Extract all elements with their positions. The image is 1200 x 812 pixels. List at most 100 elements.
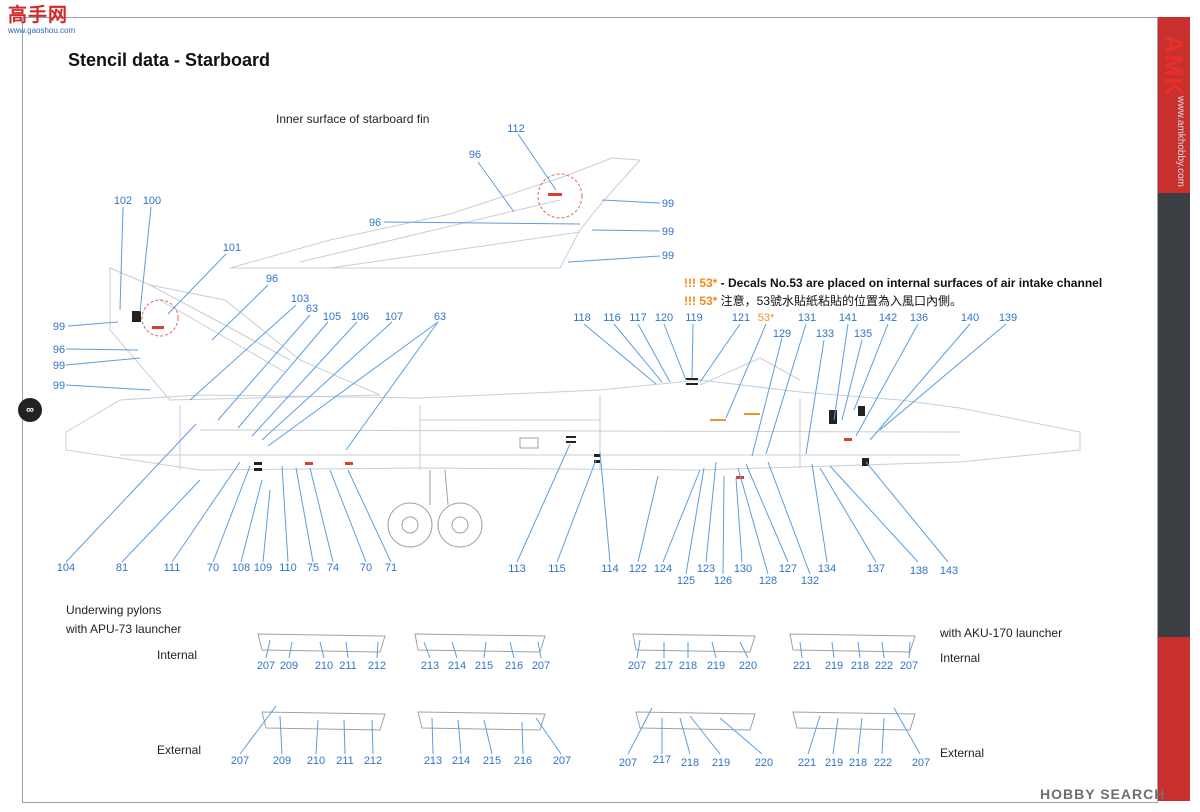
callout: 215 — [475, 660, 493, 672]
callout: 221 — [793, 660, 811, 672]
callout: 143 — [940, 565, 958, 577]
callout: 221 — [798, 757, 816, 769]
callout-53: 53* — [758, 312, 775, 324]
fin-outline — [229, 157, 642, 269]
callout: 99 — [53, 380, 65, 392]
brand-accent-bottom — [1158, 637, 1190, 801]
internal-label-left: Internal — [157, 648, 198, 662]
callouts-pylon-internal: 207 209 210 211 212 213 214 215 216 207 … — [257, 660, 918, 672]
callout: 220 — [755, 757, 773, 769]
callout: 110 — [279, 562, 297, 574]
callout: 219 — [712, 757, 730, 769]
callout: 123 — [697, 563, 715, 575]
callouts-fin: 112 96 96 99 99 99 — [369, 123, 674, 262]
callout: 113 — [508, 563, 526, 575]
site-logo-glyphs: 高手网 — [8, 5, 69, 26]
callout: 212 — [364, 755, 382, 767]
callout: 218 — [679, 660, 697, 672]
callout: 142 — [879, 312, 897, 324]
callout: 129 — [773, 328, 791, 340]
callout: 220 — [739, 660, 757, 672]
callout: 218 — [849, 757, 867, 769]
callout: 117 — [629, 312, 647, 324]
callout: 120 — [655, 312, 673, 324]
callout: 100 — [143, 195, 161, 207]
callout: 216 — [505, 660, 523, 672]
callout: 219 — [825, 660, 843, 672]
external-label-right: External — [940, 746, 985, 760]
callout: 218 — [681, 757, 699, 769]
callout: 207 — [532, 660, 550, 672]
callout: 122 — [629, 563, 647, 575]
callout: 121 — [732, 312, 750, 324]
landing-gear — [387, 469, 483, 548]
apu73-title: with APU-73 launcher — [66, 622, 182, 636]
callout: 99 — [662, 226, 674, 238]
callouts-tail: 102 100 101 96 103 63 105 106 107 63 99 … — [53, 195, 446, 392]
callout: 207 — [628, 660, 646, 672]
callout: 99 — [53, 360, 65, 372]
brand-accent-top — [1158, 17, 1190, 193]
callout: 104 — [57, 562, 75, 574]
callout: 135 — [854, 328, 872, 340]
callouts-fuselage-top: 118 116 117 120 119 121 53* 129 131 133 … — [573, 312, 1017, 340]
callout: 99 — [53, 321, 65, 333]
amk-url: www.amkhobby.com — [1175, 96, 1186, 187]
callout: 218 — [851, 660, 869, 672]
callout: 207 — [257, 660, 275, 672]
fuselage-outline — [65, 357, 1081, 471]
callout: 219 — [707, 660, 725, 672]
callout: 96 — [369, 217, 381, 229]
callout: 140 — [961, 312, 979, 324]
callout: 222 — [874, 757, 892, 769]
site-logo-url: www.gaoshou.com — [8, 26, 76, 35]
callout: 132 — [801, 575, 819, 587]
note-chinese: !!! 53* 注意，53號水貼紙粘貼的位置為入風口內側。 — [684, 292, 962, 309]
callout: 207 — [231, 755, 249, 767]
callout: 209 — [280, 660, 298, 672]
callout: 131 — [798, 312, 816, 324]
callout: 111 — [164, 562, 181, 574]
callout: 107 — [385, 311, 403, 323]
callout: 209 — [273, 755, 291, 767]
callout: 222 — [875, 660, 893, 672]
site-logo: 高手网 www.gaoshou.com — [8, 5, 76, 36]
fuselage-decals — [254, 378, 869, 479]
callout: 103 — [291, 293, 309, 305]
callout: 136 — [910, 312, 928, 324]
callout: 210 — [307, 755, 325, 767]
callout: 130 — [734, 563, 752, 575]
note-english: !!! 53* - Decals No.53 are placed on int… — [684, 276, 1102, 290]
callout: 207 — [900, 660, 918, 672]
callout: 119 — [685, 312, 703, 324]
note-english-text: - Decals No.53 are placed on internal su… — [717, 276, 1103, 290]
callout: 126 — [714, 575, 732, 587]
pylons-title: Underwing pylons — [66, 603, 162, 617]
callout: 213 — [421, 660, 439, 672]
callout: 96 — [53, 344, 65, 356]
fin-subtitle: Inner surface of starboard fin — [276, 112, 430, 126]
callout: 63 — [434, 311, 446, 323]
callout: 214 — [452, 755, 470, 767]
amk-logo: AMK — [1159, 35, 1189, 98]
callout: 133 — [816, 328, 834, 340]
watermark: HOBBY SEARCH — [1040, 786, 1166, 802]
callout: 217 — [655, 660, 673, 672]
callout: 99 — [662, 250, 674, 262]
pylon-drawings — [257, 633, 916, 731]
callout: 137 — [867, 563, 885, 575]
callout: 216 — [514, 755, 532, 767]
callout: 215 — [483, 755, 501, 767]
callout: 96 — [469, 149, 481, 161]
callout: 105 — [323, 311, 341, 323]
callout: 109 — [254, 562, 272, 574]
callout: 214 — [448, 660, 466, 672]
callout: 124 — [654, 563, 672, 575]
callout: 141 — [839, 312, 857, 324]
callout: 81 — [116, 562, 128, 574]
note-chinese-text: 注意，53號水貼紙粘貼的位置為入風口內側。 — [717, 294, 963, 308]
page-number-icon: ∞ — [18, 398, 42, 422]
callouts-fuselage-bottom: 104 81 111 70 108 109 110 75 74 70 71 11… — [57, 562, 958, 587]
callout: 212 — [368, 660, 386, 672]
